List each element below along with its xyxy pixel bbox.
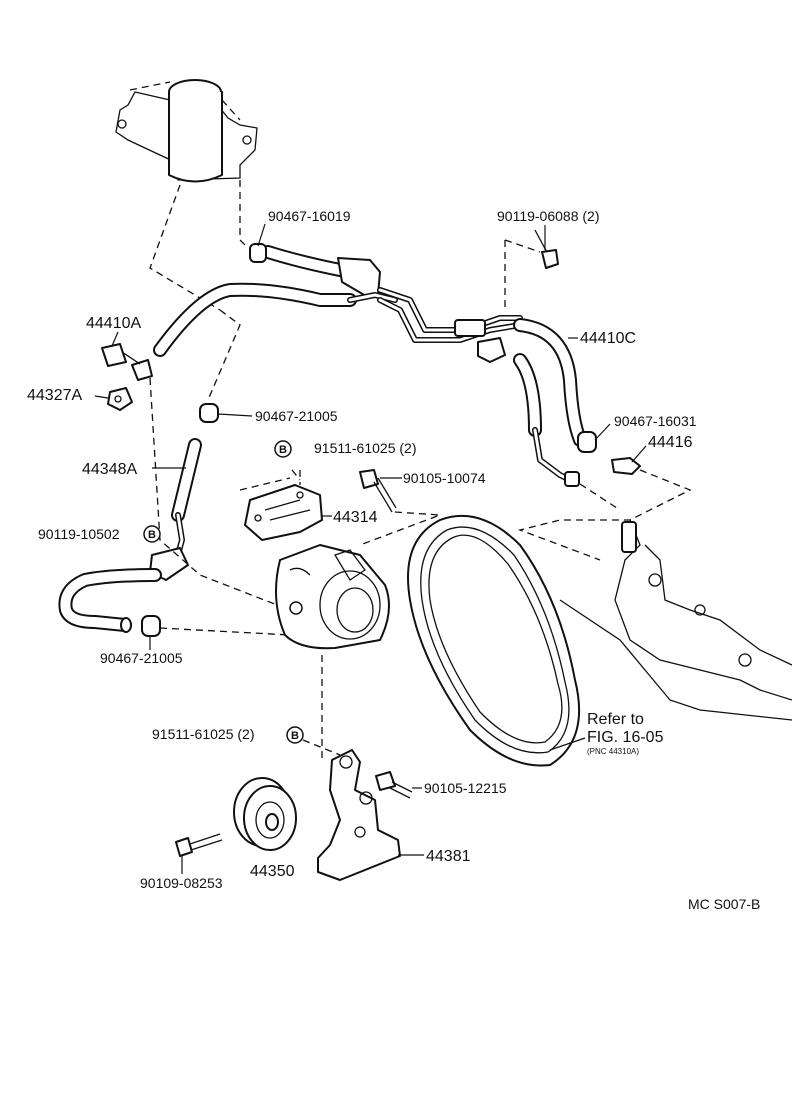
label-91511-61025-upper: 91511-61025 (2): [314, 440, 416, 456]
hose-44348A-shape: [149, 438, 202, 581]
label-90105-10074: 90105-10074: [403, 470, 486, 486]
leader-90467-16031: [594, 423, 611, 441]
marker-b-left: B: [143, 525, 161, 543]
bolt-90105-12215-shape: [375, 771, 413, 799]
upper-return-hose: [249, 243, 381, 297]
label-44348A: 44348A: [82, 461, 137, 478]
bracket-44381-shape: [317, 749, 401, 881]
marker-b-lower: B: [286, 726, 304, 744]
reference-line-1: Refer to: [587, 711, 644, 728]
dashed-b-lower-link: [302, 739, 341, 756]
leader-44416: [631, 445, 647, 463]
label-90467-21005-a: 90467-21005: [255, 408, 338, 424]
clamp-90467-21005-b-shape: [141, 615, 161, 637]
label-90105-12215: 90105-12215: [424, 780, 507, 796]
pressure-pipe-44410C: [377, 287, 587, 487]
label-90467-21005-b: 90467-21005: [100, 650, 183, 666]
dashed-reservoir-link: [149, 184, 221, 311]
idler-pulley-44350-shape: [233, 777, 297, 851]
bolt-90105-10074-shape: [359, 469, 397, 513]
clamp-90467-21005-a-shape: [199, 403, 219, 423]
label-90109-08253: 90109-08253: [140, 875, 223, 891]
label-90119-06088: 90119-06088 (2): [497, 208, 599, 224]
dashed-reservoir-link-2: [239, 180, 249, 249]
label-44327A: 44327A: [27, 387, 82, 404]
label-44314: 44314: [333, 509, 378, 526]
label-44381: 44381: [426, 848, 471, 865]
reference-line-2: FIG. 16-05: [587, 729, 664, 746]
reservoir-tank: [115, 79, 258, 183]
leader-44327A: [94, 395, 109, 399]
dashed-clamp-link: [207, 309, 241, 401]
marker-b-upper: B: [274, 440, 292, 458]
label-44416: 44416: [648, 434, 693, 451]
label-90467-16019: 90467-16019: [268, 208, 351, 224]
figure-code: MC S007-B: [688, 896, 760, 912]
svg-text:B: B: [279, 444, 287, 456]
clamp-44327A: [107, 387, 133, 411]
label-90467-16031: 90467-16031: [614, 413, 697, 429]
bolt-44410A: [101, 343, 141, 367]
steering-gear-housing: [559, 519, 792, 721]
clamp-90467-16031-shape: [577, 431, 597, 453]
leader-refer: [549, 737, 586, 751]
dashed-union-link: [517, 469, 692, 561]
union-44416-shape: [611, 457, 641, 475]
dashed-lower-clamp-link: [159, 627, 291, 636]
bolt-90109-08253-shape: [175, 833, 223, 857]
label-44350: 44350: [250, 863, 295, 880]
return-hose-44410A: [131, 282, 398, 381]
label-90119-10502: 90119-10502: [38, 526, 120, 542]
pump-cover-44314-shape: [244, 484, 323, 541]
reference-line-3: (PNC 44310A): [587, 747, 639, 756]
dashed-pipe-link: [579, 483, 621, 511]
dashed-b-upper-link: [291, 469, 301, 481]
svg-text:B: B: [291, 730, 299, 742]
dashed-cover-link: [239, 470, 301, 491]
bolt-90119-06088: [534, 229, 559, 269]
dashed-bolt-link: [504, 239, 541, 310]
leader-44410A: [111, 331, 119, 347]
leader-90467-21005-a: [217, 413, 253, 417]
power-steering-pump: [275, 544, 390, 650]
label-44410A: 44410A: [86, 315, 141, 332]
dashed-bolt-pump-link: [359, 511, 441, 546]
label-44410C: 44410C: [580, 330, 636, 347]
leader-90467-16019: [257, 223, 266, 247]
drive-belt: [407, 514, 581, 767]
label-91511-61025-lower: 91511-61025 (2): [152, 726, 254, 742]
svg-text:B: B: [148, 529, 156, 541]
suction-hose: [58, 568, 162, 633]
